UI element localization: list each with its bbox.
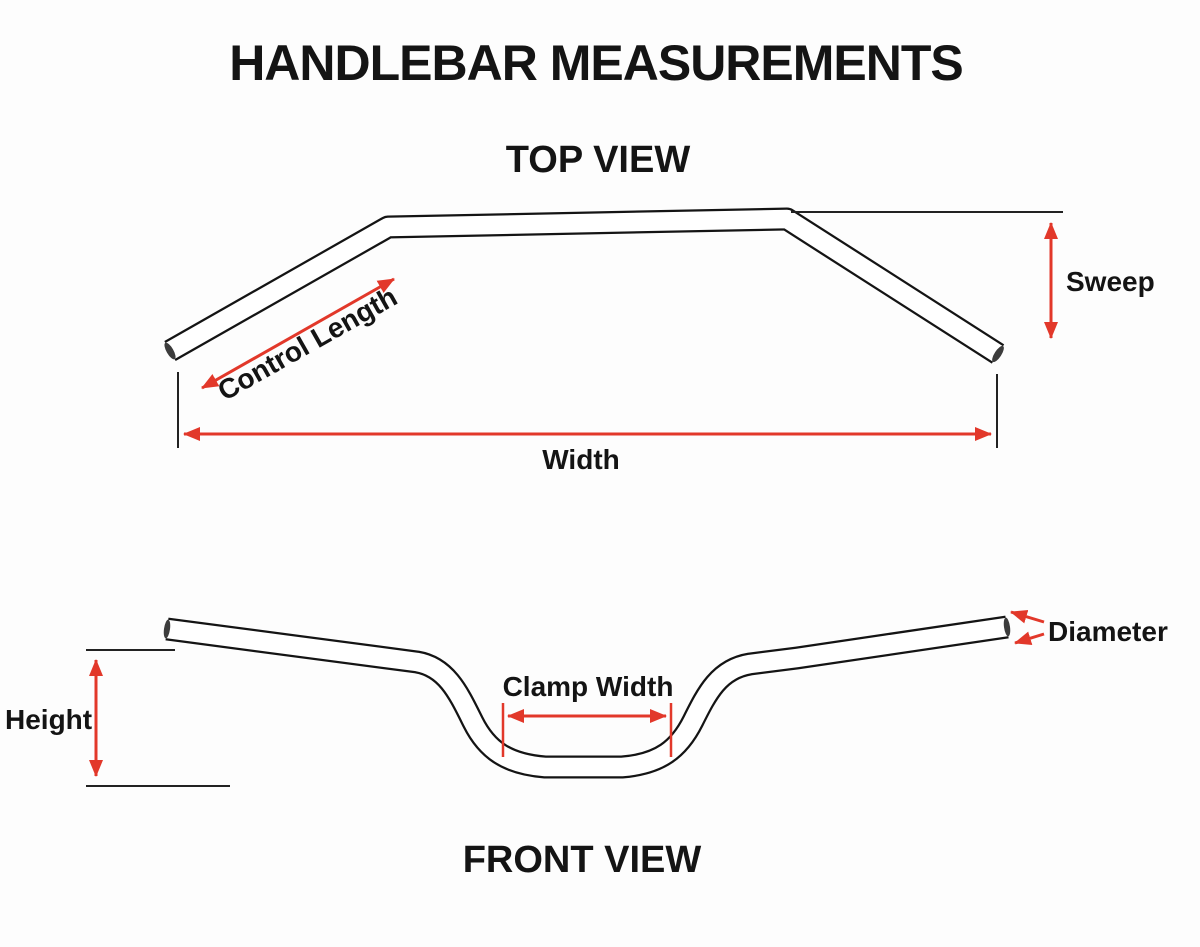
- sweep-dimension: Sweep: [791, 211, 1155, 339]
- diameter-pointer-bottom: [1014, 631, 1045, 645]
- front-view-right-tube-end: [1003, 617, 1011, 637]
- front-view-heading: FRONT VIEW: [463, 839, 702, 881]
- page-title: HANDLEBAR MEASUREMENTS: [229, 35, 963, 91]
- clamp-width-dimension: Clamp Width: [501, 671, 674, 757]
- height-label: Height: [5, 704, 92, 735]
- diameter-callout: Diameter: [1010, 609, 1168, 647]
- control-length-dimension: Control Length: [201, 277, 402, 407]
- front-view-handlebar-outline: [163, 615, 1011, 779]
- top-view-left-tube-end: [164, 342, 176, 360]
- top-view-heading: TOP VIEW: [506, 139, 691, 181]
- diameter-label: Diameter: [1048, 616, 1168, 647]
- width-dimension: Width: [177, 372, 998, 475]
- clamp-width-label: Clamp Width: [503, 671, 674, 702]
- width-label: Width: [542, 444, 620, 475]
- height-dimension: Height: [5, 649, 230, 787]
- front-view-left-tube-end: [163, 619, 171, 639]
- top-view-right-tube-end: [992, 345, 1004, 363]
- diameter-pointer-top: [1010, 609, 1045, 624]
- sweep-label: Sweep: [1066, 266, 1155, 297]
- control-length-arrow: [201, 277, 395, 390]
- front-view-tube-fill: [165, 617, 1009, 777]
